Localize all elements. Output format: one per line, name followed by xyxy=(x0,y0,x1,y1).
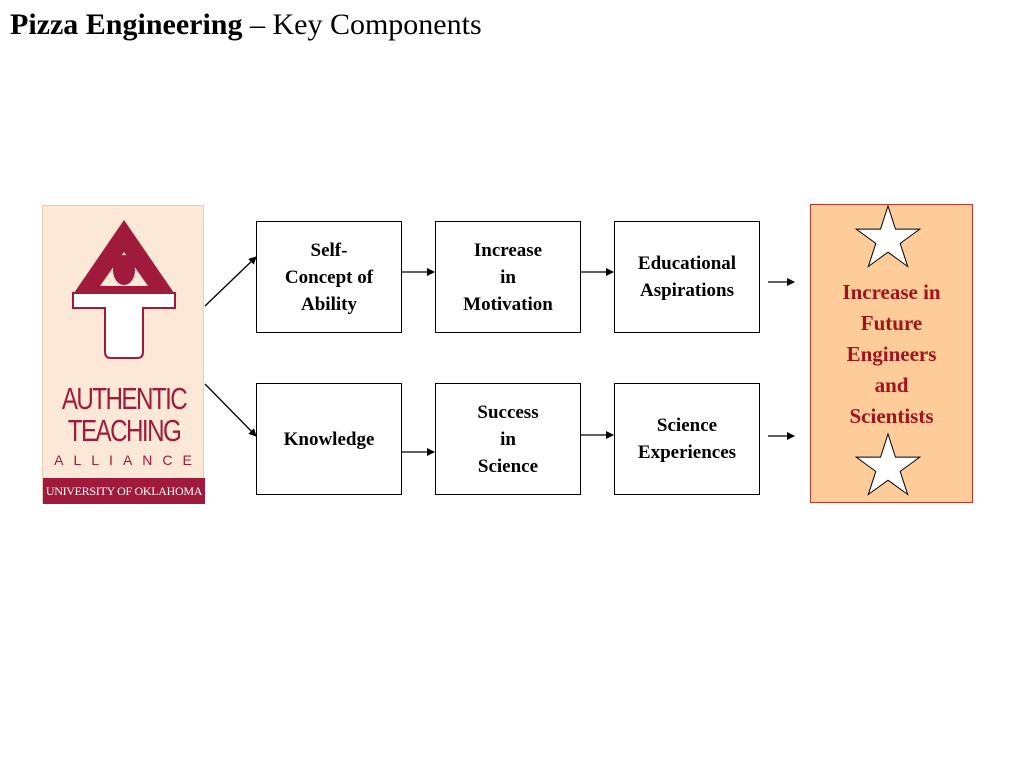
box-self-concept: Self- Concept of Ability xyxy=(256,221,402,333)
outcome-stars xyxy=(854,205,922,496)
box-success: Success in Science xyxy=(435,383,581,495)
title-rest: – Key Components xyxy=(242,8,482,41)
box-knowledge: Knowledge xyxy=(256,383,402,495)
box-experiences: Science Experiences xyxy=(614,383,760,495)
box-experiences-label: Science Experiences xyxy=(637,415,737,463)
box-self-concept-label: Self- Concept of Ability xyxy=(284,239,374,315)
title-bold: Pizza Engineering xyxy=(10,8,243,41)
slide-title: Pizza Engineering – Key Components xyxy=(10,8,482,42)
star-icon xyxy=(854,205,922,268)
logo-university-band: UNIVERSITY OF OKLAHOMA xyxy=(43,478,205,504)
box-knowledge-label: Knowledge xyxy=(283,428,375,450)
arrow-logo-to-knowledge xyxy=(204,383,257,437)
box-motivation-label: Increase in Motivation xyxy=(463,239,553,315)
star-icon xyxy=(854,432,922,496)
authentic-teaching-alliance-logo: AUTHENTIC TEACHING ALLIANCE UNIVERSITY O… xyxy=(42,205,205,504)
box-success-label: Success in Science xyxy=(477,401,539,477)
logo-text-authentic: AUTHENTIC xyxy=(61,381,188,416)
arrow-logo-to-self-concept xyxy=(204,256,257,307)
box-aspirations: Educational Aspirations xyxy=(614,221,760,333)
logo-text-alliance: ALLIANCE xyxy=(54,452,202,468)
outcome-box: Increase in Future Engineers and Scienti… xyxy=(810,204,973,503)
outcome-label: Increase in Future Engineers and Scienti… xyxy=(842,280,941,428)
logo-emblem-icon xyxy=(72,220,176,359)
box-motivation: Increase in Motivation xyxy=(435,221,581,333)
logo-text-teaching: TEACHING xyxy=(67,413,182,448)
box-aspirations-label: Educational Aspirations xyxy=(637,253,737,301)
